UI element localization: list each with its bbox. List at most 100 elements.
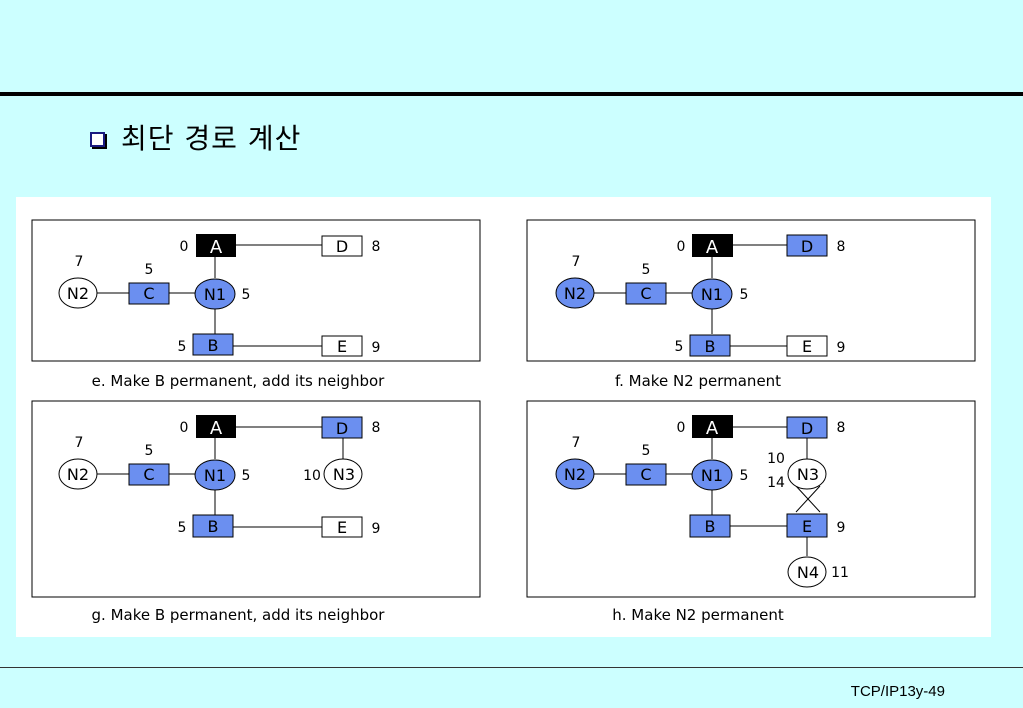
panel-g-label-e: 9 bbox=[372, 521, 381, 537]
panel-g-label-b: 5 bbox=[178, 520, 187, 536]
panel-e-node-e bbox=[321, 335, 363, 357]
panel-g-frame bbox=[31, 400, 481, 598]
panel-h-node-a-label: A bbox=[706, 418, 719, 439]
footer-rule bbox=[0, 667, 1023, 668]
panel-f-node-a bbox=[692, 234, 733, 257]
panel-f-node-d bbox=[786, 234, 828, 257]
panel-e-label-n2: 7 bbox=[75, 254, 84, 270]
panel-h-node-n4 bbox=[787, 556, 827, 588]
panel-f-caption: f. Make N2 permanent bbox=[615, 372, 781, 390]
panel-e-label-d: 8 bbox=[372, 239, 381, 255]
panel-f-label-d: 8 bbox=[837, 239, 846, 255]
panel-e-label-a: 0 bbox=[180, 239, 189, 255]
panel-h-node-n1 bbox=[691, 459, 733, 491]
panel-e-label-n1: 5 bbox=[242, 287, 251, 303]
panel-e-node-d bbox=[321, 235, 363, 257]
panel-g-label-n1: 5 bbox=[242, 468, 251, 484]
square-bullet-icon bbox=[90, 131, 105, 147]
panel-f-node-n2-label: N2 bbox=[564, 284, 586, 303]
panel-g-label-c: 5 bbox=[145, 443, 154, 459]
panel-h-frame bbox=[526, 400, 976, 598]
panel-h-node-n4-label: N4 bbox=[797, 563, 819, 582]
panel-f-node-n2 bbox=[555, 277, 595, 309]
panel-e-label-b: 5 bbox=[178, 339, 187, 355]
panel-h-node-n3 bbox=[787, 458, 827, 490]
panel-g-node-n2 bbox=[58, 458, 98, 490]
panel-h-node-b bbox=[689, 514, 731, 538]
panel-h-node-e-label: E bbox=[802, 517, 812, 536]
panel-h-node-n1-label: N1 bbox=[701, 466, 723, 485]
panel-g-node-a-label: A bbox=[210, 418, 223, 439]
panel-f-label-e: 9 bbox=[837, 340, 846, 356]
panel-h-node-c-label: C bbox=[640, 465, 651, 484]
title-rule-top bbox=[0, 92, 1023, 96]
panel-h-label-e: 9 bbox=[837, 520, 846, 536]
panel-e-node-n2 bbox=[58, 277, 98, 309]
panel-f-node-c-label: C bbox=[640, 284, 651, 303]
panel-g-node-n1-label: N1 bbox=[204, 466, 226, 485]
panel-f-label-b: 5 bbox=[675, 339, 684, 355]
panel-e-label-c: 5 bbox=[145, 262, 154, 278]
panel-e-node-n1-label: N1 bbox=[204, 285, 226, 304]
panel-f-node-d-label: D bbox=[801, 237, 813, 256]
panel-e-node-a bbox=[196, 234, 236, 257]
panel-g-node-c bbox=[128, 463, 170, 486]
panel-h-node-n3-label: N3 bbox=[797, 465, 819, 484]
panel-h-label-a: 0 bbox=[677, 420, 686, 436]
panel-h-label-n1: 5 bbox=[740, 468, 749, 484]
panel-g-node-c-label: C bbox=[143, 465, 154, 484]
title-row: 최단 경로 계산 bbox=[90, 117, 301, 157]
panel-h-caption: h. Make N2 permanent bbox=[612, 606, 784, 624]
panel-f-label-c: 5 bbox=[642, 262, 651, 278]
panel-h-node-a bbox=[692, 415, 733, 438]
panel-g-node-n2-label: N2 bbox=[67, 465, 89, 484]
slide-title: 최단 경로 계산 bbox=[121, 122, 302, 155]
panel-h-node-n2 bbox=[555, 458, 595, 490]
panel-e-label-e: 9 bbox=[372, 340, 381, 356]
panel-f-node-b bbox=[689, 334, 731, 357]
panel-h-node-n2-label: N2 bbox=[564, 465, 586, 484]
panel-g-label-a: 0 bbox=[180, 420, 189, 436]
panel-e: A 0 D 8 N2 7 C 5 N1 5 B 5 E 9 e. Make B … bbox=[31, 219, 481, 390]
panel-f-label-n1: 5 bbox=[740, 287, 749, 303]
panel-e-frame bbox=[31, 219, 481, 362]
panel-g-node-a bbox=[196, 415, 236, 438]
panel-g-node-n3 bbox=[323, 458, 363, 490]
panel-h-label-n3-b: 14 bbox=[767, 475, 785, 491]
panel-g-label-n3: 10 bbox=[303, 468, 321, 484]
panel-f-node-n1-label: N1 bbox=[701, 285, 723, 304]
panel-e-node-c bbox=[128, 282, 170, 305]
panel-f-node-n1 bbox=[691, 278, 733, 310]
panel-h-node-d bbox=[786, 416, 828, 439]
panel-h-label-n2: 7 bbox=[572, 435, 581, 451]
panel-h-cross-2 bbox=[795, 485, 821, 513]
slide-footer: TCP/IP13y-49 bbox=[850, 683, 945, 700]
panel-e-node-n2-label: N2 bbox=[67, 284, 89, 303]
panel-f: A 0 D 8 N2 7 C 5 N1 5 B 5 E 9 f. Make N2… bbox=[526, 219, 976, 390]
panel-f-label-a: 0 bbox=[677, 239, 686, 255]
panel-h-node-c bbox=[625, 463, 667, 486]
panel-g: A 0 D 8 N2 7 C 5 N1 5 N3 10 B 5 E 9 g. M… bbox=[31, 400, 481, 624]
panel-f-node-c bbox=[625, 282, 667, 305]
panel-e-node-e-label: E bbox=[337, 337, 347, 356]
panel-e-node-d-label: D bbox=[336, 237, 348, 256]
panel-h-label-d: 8 bbox=[837, 420, 846, 436]
panel-e-node-b-label: B bbox=[208, 336, 219, 355]
panel-f-frame bbox=[526, 219, 976, 362]
panel-h-label-c: 5 bbox=[642, 443, 651, 459]
panel-g-node-n1 bbox=[194, 459, 236, 491]
panel-g-node-b-label: B bbox=[208, 517, 219, 536]
panel-g-node-d bbox=[321, 416, 363, 439]
panel-h-label-n3-a: 10 bbox=[767, 451, 785, 467]
panel-f-node-b-label: B bbox=[705, 337, 716, 356]
panel-g-node-e bbox=[321, 516, 363, 538]
panel-e-node-a-label: A bbox=[210, 237, 223, 258]
panel-g-node-d-label: D bbox=[336, 419, 348, 438]
panel-f-node-e bbox=[786, 335, 828, 357]
panel-e-node-c-label: C bbox=[143, 284, 154, 303]
panel-f-label-n2: 7 bbox=[572, 254, 581, 270]
panel-h-label-n4: 11 bbox=[831, 565, 849, 581]
panel-f-node-a-label: A bbox=[706, 237, 719, 258]
panel-g-label-d: 8 bbox=[372, 420, 381, 436]
